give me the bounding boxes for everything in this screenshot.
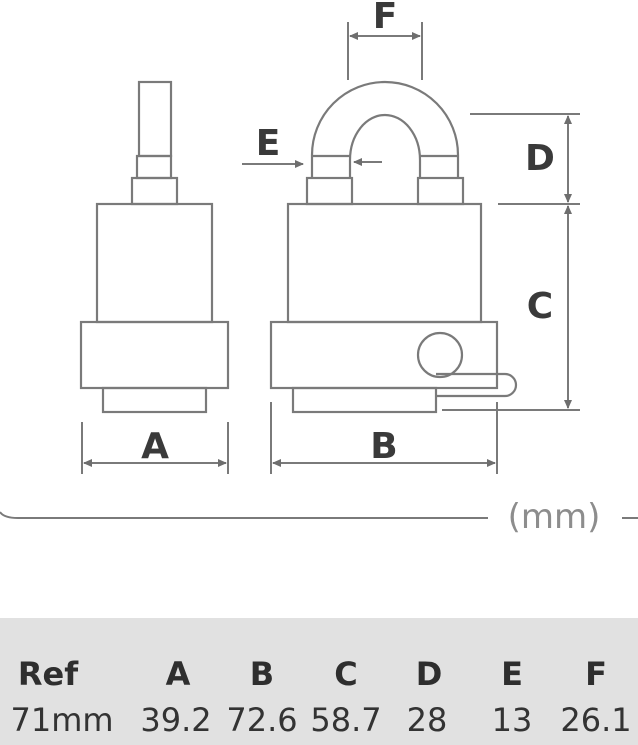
value-f: 26.1: [560, 701, 632, 739]
padlock-dimension-diagram: A B C D E F (mm): [0, 0, 638, 537]
dimension-a-label: A: [141, 426, 169, 467]
value-ref: 71mm: [10, 701, 114, 739]
dimension-e-label: E: [256, 123, 281, 164]
side-shackle: [137, 80, 173, 158]
front-cover: [269, 320, 499, 390]
front-shackle-right-base: [416, 176, 465, 206]
header-b: B: [249, 655, 275, 693]
side-bottom-plate: [101, 386, 208, 414]
side-body: [95, 202, 214, 324]
dimension-b-label: B: [370, 426, 397, 467]
header-e: E: [501, 655, 523, 693]
unit-divider-line: [0, 511, 488, 519]
side-shackle-collar: [135, 154, 173, 180]
specification-table: Ref A B C D E F 71mm 39.2 72.6 58.7 28 1…: [0, 618, 638, 745]
front-bottom-plate: [291, 386, 438, 414]
header-ref: Ref: [17, 655, 79, 693]
header-f: F: [585, 655, 607, 693]
unit-label: (mm): [508, 497, 601, 537]
value-c: 58.7: [310, 701, 382, 739]
header-d: D: [415, 655, 443, 693]
front-view-padlock: [269, 80, 518, 414]
dimension-c-label: C: [527, 286, 553, 327]
table-value-row: 71mm 39.2 72.6 58.7 28 13 26.1: [0, 700, 638, 740]
side-cover: [79, 320, 230, 390]
cover-tether: [436, 372, 518, 398]
front-shackle-inner: [348, 113, 422, 178]
dimension-d-label: D: [525, 138, 555, 179]
dimension-f-label: F: [373, 0, 398, 37]
front-body: [286, 202, 483, 324]
side-shackle-base: [130, 176, 179, 206]
header-c: C: [334, 655, 358, 693]
value-d: 28: [406, 701, 448, 739]
front-shackle-outer: [310, 80, 460, 178]
front-shackle-left-base: [305, 176, 354, 206]
value-e: 13: [491, 701, 533, 739]
value-a: 39.2: [140, 701, 212, 739]
side-view-padlock: [79, 80, 230, 414]
keyhole-cover: [416, 331, 464, 379]
table-header-row: Ref A B C D E F: [0, 654, 638, 694]
header-a: A: [165, 655, 191, 693]
value-b: 72.6: [226, 701, 298, 739]
